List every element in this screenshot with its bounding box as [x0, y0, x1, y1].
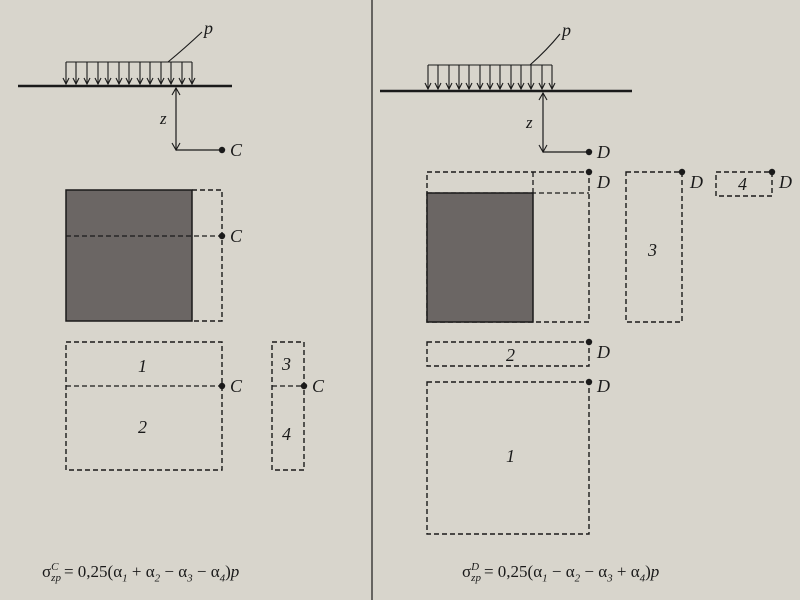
right-area-2: [426, 341, 590, 367]
right-point-d-area1: [585, 378, 593, 386]
left-point-label-top: C: [230, 140, 243, 160]
right-area-label-3: 3: [647, 240, 657, 260]
left-point-c-top: [218, 146, 226, 154]
left-formula-sub: zp: [51, 572, 61, 585]
left-point-c-low: [218, 382, 226, 390]
right-formula-body: = 0,25(α: [483, 562, 543, 581]
right-formula-sub: zp: [471, 572, 481, 585]
right-formula-idx-1: 1: [542, 572, 548, 585]
left-area-1-2: [65, 341, 223, 471]
right-formula-sigma: σ: [462, 562, 472, 581]
left-area-label-1: 1: [138, 356, 147, 376]
left-formula-op-3: − α: [160, 562, 188, 581]
left-point-label-low: C: [230, 376, 243, 396]
left-point-c-mid: [218, 232, 226, 240]
right-point-label-area4: D: [778, 172, 792, 192]
left-loaded-area: [65, 189, 193, 322]
right-formula-idx-2: 2: [574, 572, 581, 585]
right-depth-label: z: [525, 113, 533, 132]
right-area-label-4: 4: [738, 174, 747, 194]
right-formula-op-4: + α: [612, 562, 640, 581]
right-formula-tail: ): [645, 562, 651, 581]
right-area-1: [426, 381, 590, 535]
left-formula-idx-3: 3: [187, 572, 193, 585]
left-load-label: p: [202, 18, 213, 38]
left-load-leader: [167, 31, 203, 63]
right-formula-idx-3: 3: [607, 572, 613, 585]
left-formula-op-2: + α: [127, 562, 155, 581]
left-area-label-4: 4: [282, 424, 291, 444]
right-point-label-top: D: [596, 142, 610, 162]
right-area-label-1: 1: [506, 446, 515, 466]
left-formula-op-4: − α: [192, 562, 220, 581]
right-point-d-top: [585, 148, 593, 156]
right-area-label-2: 2: [506, 345, 515, 365]
left-formula-sigma: σ: [42, 562, 52, 581]
left-formula-body: = 0,25(α: [63, 562, 123, 581]
right-area-3: [625, 171, 683, 323]
right-point-label-area3: D: [689, 172, 703, 192]
right-formula-idx-4: 4: [639, 572, 646, 585]
left-formula-idx-2: 2: [154, 572, 161, 585]
left-depth-label: z: [159, 109, 167, 128]
left-point-label-right: C: [312, 376, 325, 396]
right-formula-p: p: [650, 562, 660, 581]
right-point-d-area4: [768, 168, 776, 176]
right-load-label: p: [560, 20, 571, 40]
left-formula-sup: C: [51, 561, 59, 574]
right-point-label-area1: D: [596, 376, 610, 396]
right-loaded-area: [426, 192, 534, 323]
right-formula-op-2: − α: [547, 562, 575, 581]
right-point-d-envelope: [585, 168, 593, 176]
right-point-d-area3: [678, 168, 686, 176]
left-panel: p z C C 1 2 C 3 4 C: [18, 18, 325, 471]
left-formula-p: p: [230, 562, 240, 581]
left-formula-tail: ): [225, 562, 231, 581]
left-area-label-2: 2: [138, 417, 147, 437]
right-area-4: [715, 171, 773, 197]
right-point-label-envelope: D: [596, 172, 610, 192]
right-panel: p z D D 3 D 4 D 2 D 1 D: [380, 20, 792, 535]
right-distributed-load: [424, 64, 556, 91]
left-dashed-extension: [192, 189, 223, 322]
right-load-leader: [529, 33, 561, 66]
left-formula-idx-1: 1: [122, 572, 128, 585]
left-distributed-load: [62, 61, 196, 86]
right-point-d-area2: [585, 338, 593, 346]
left-point-c-right: [300, 382, 308, 390]
left-area-label-3: 3: [281, 354, 291, 374]
right-formula-op-3: − α: [580, 562, 608, 581]
left-point-label-mid: C: [230, 226, 243, 246]
right-point-label-area2: D: [596, 342, 610, 362]
left-area-3-4: [271, 341, 305, 471]
right-formula-sup: D: [471, 561, 480, 574]
left-formula-idx-4: 4: [219, 572, 226, 585]
